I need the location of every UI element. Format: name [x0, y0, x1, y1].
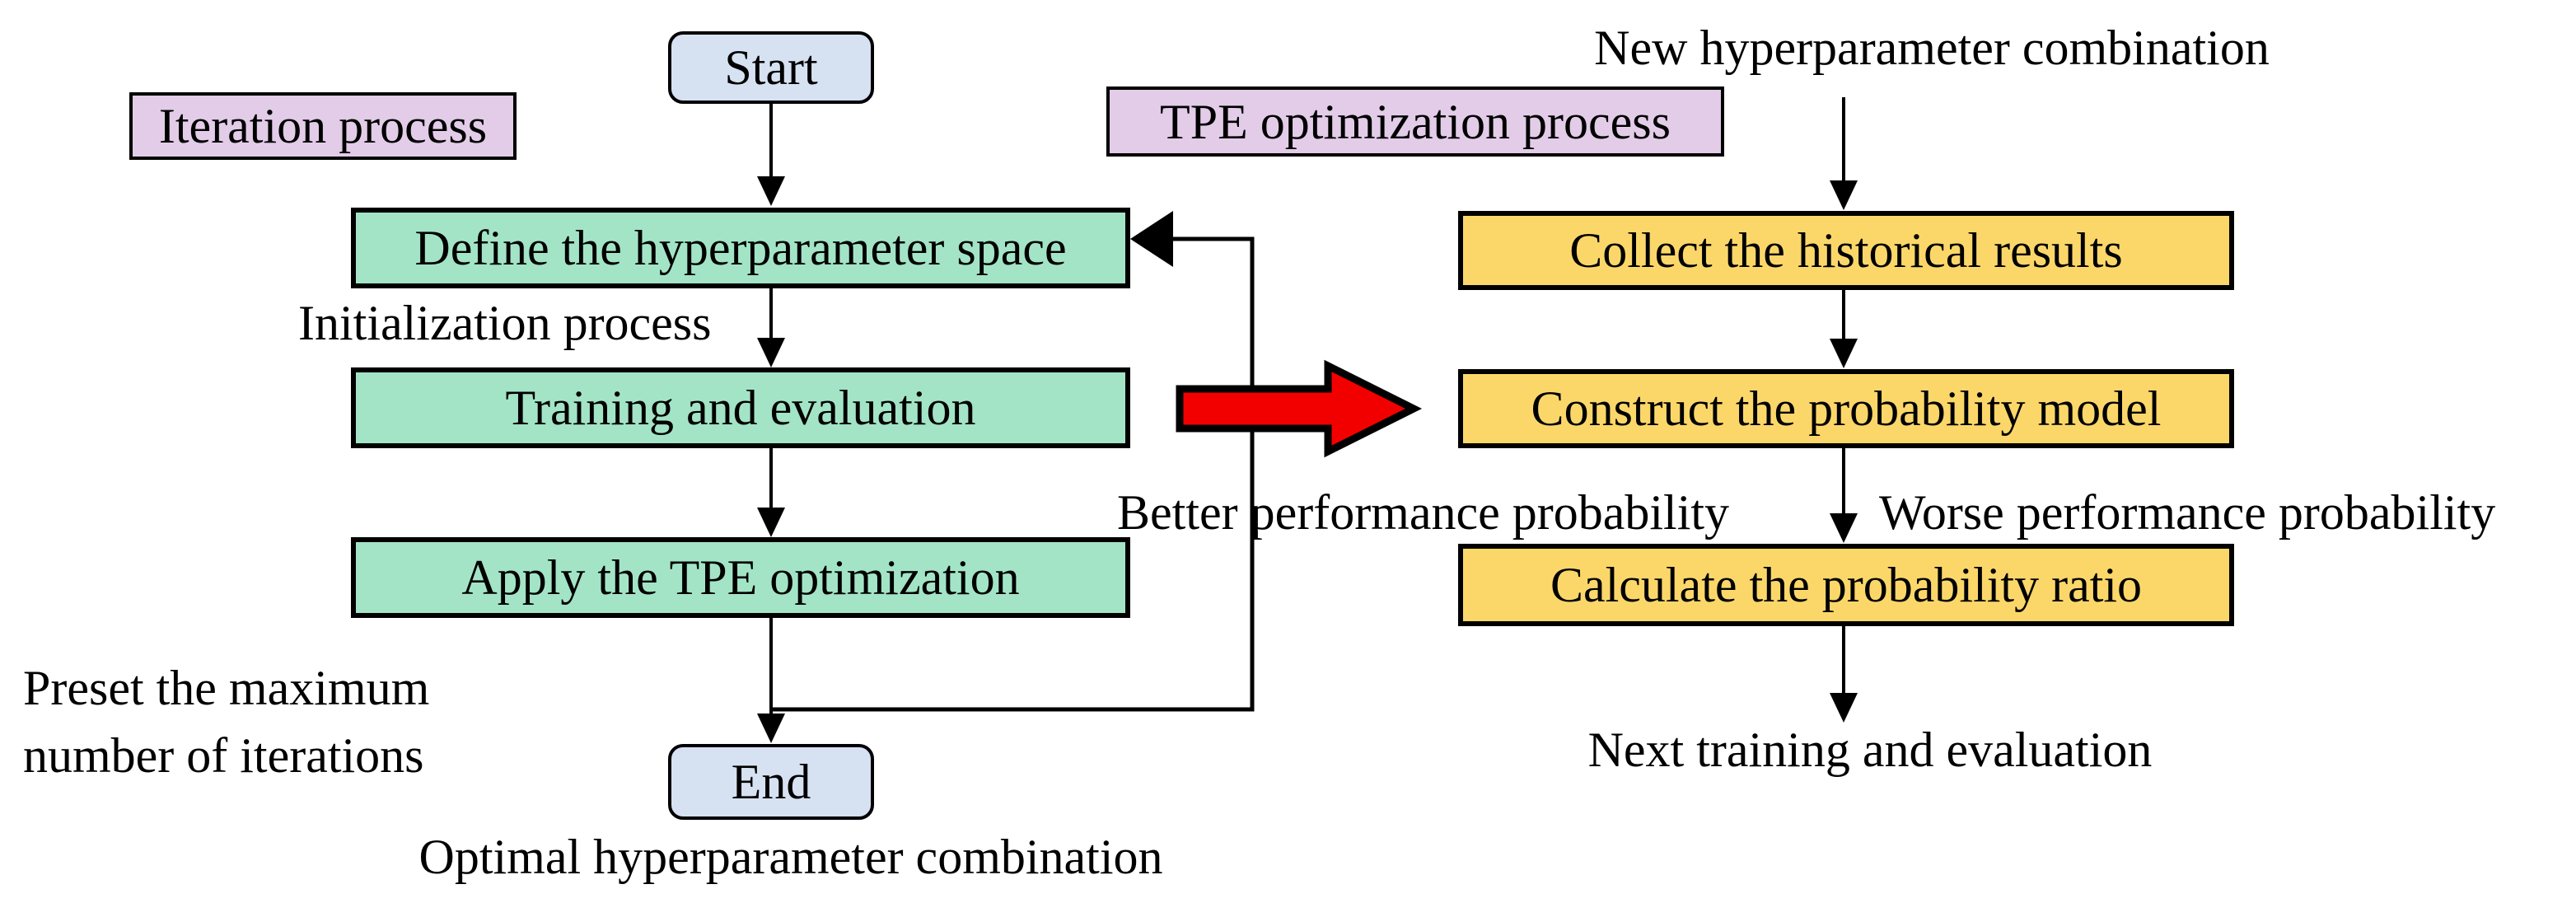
worse-performance-annotation: Worse performance probability — [1879, 485, 2496, 540]
next-training-annotation: Next training and evaluation — [1587, 723, 2153, 777]
arrowhead-training-to-apply-icon — [757, 508, 785, 537]
start-node: Start — [668, 31, 874, 104]
end-node: End — [668, 744, 874, 820]
preset-iterations-annotation: Preset the maximum number of iterations — [23, 654, 429, 789]
new-combination-annotation: New hyperparameter combination — [1594, 21, 2270, 75]
red-link-arrow-icon — [1176, 359, 1423, 458]
better-performance-annotation: Better performance probability — [1117, 485, 1730, 540]
arrowhead-start-to-define-icon — [757, 176, 785, 206]
arrowhead-newcombo-to-collect-icon — [1830, 180, 1858, 210]
preset-iterations-line1: Preset the maximum — [23, 661, 430, 715]
iteration-process-label: Iteration process — [129, 92, 517, 160]
feedback-arrowhead-icon — [1130, 211, 1173, 267]
arrowhead-collect-to-construct-icon — [1830, 339, 1858, 368]
apply-tpe-optimization-step: Apply the TPE optimization — [351, 537, 1130, 618]
tpe-optimization-process-label: TPE optimization process — [1106, 87, 1724, 157]
training-and-evaluation-step: Training and evaluation — [351, 367, 1130, 448]
arrowhead-calculate-to-next-icon — [1830, 693, 1858, 723]
construct-probability-model-step: Construct the probability model — [1458, 369, 2234, 448]
arrowhead-construct-to-calculate-icon — [1830, 513, 1858, 543]
initialization-process-annotation: Initialization process — [298, 296, 712, 350]
arrowhead-apply-to-end-icon — [757, 714, 785, 743]
define-hyperparameter-space-step: Define the hyperparameter space — [351, 208, 1130, 288]
calculate-probability-ratio-step: Calculate the probability ratio — [1458, 544, 2234, 626]
arrowhead-define-to-training-icon — [757, 338, 785, 367]
optimal-combination-annotation: Optimal hyperparameter combination — [418, 830, 1163, 884]
collect-historical-results-step: Collect the historical results — [1458, 211, 2234, 290]
preset-iterations-line2: number of iterations — [23, 728, 424, 783]
feedback-loop-line — [771, 236, 1255, 712]
